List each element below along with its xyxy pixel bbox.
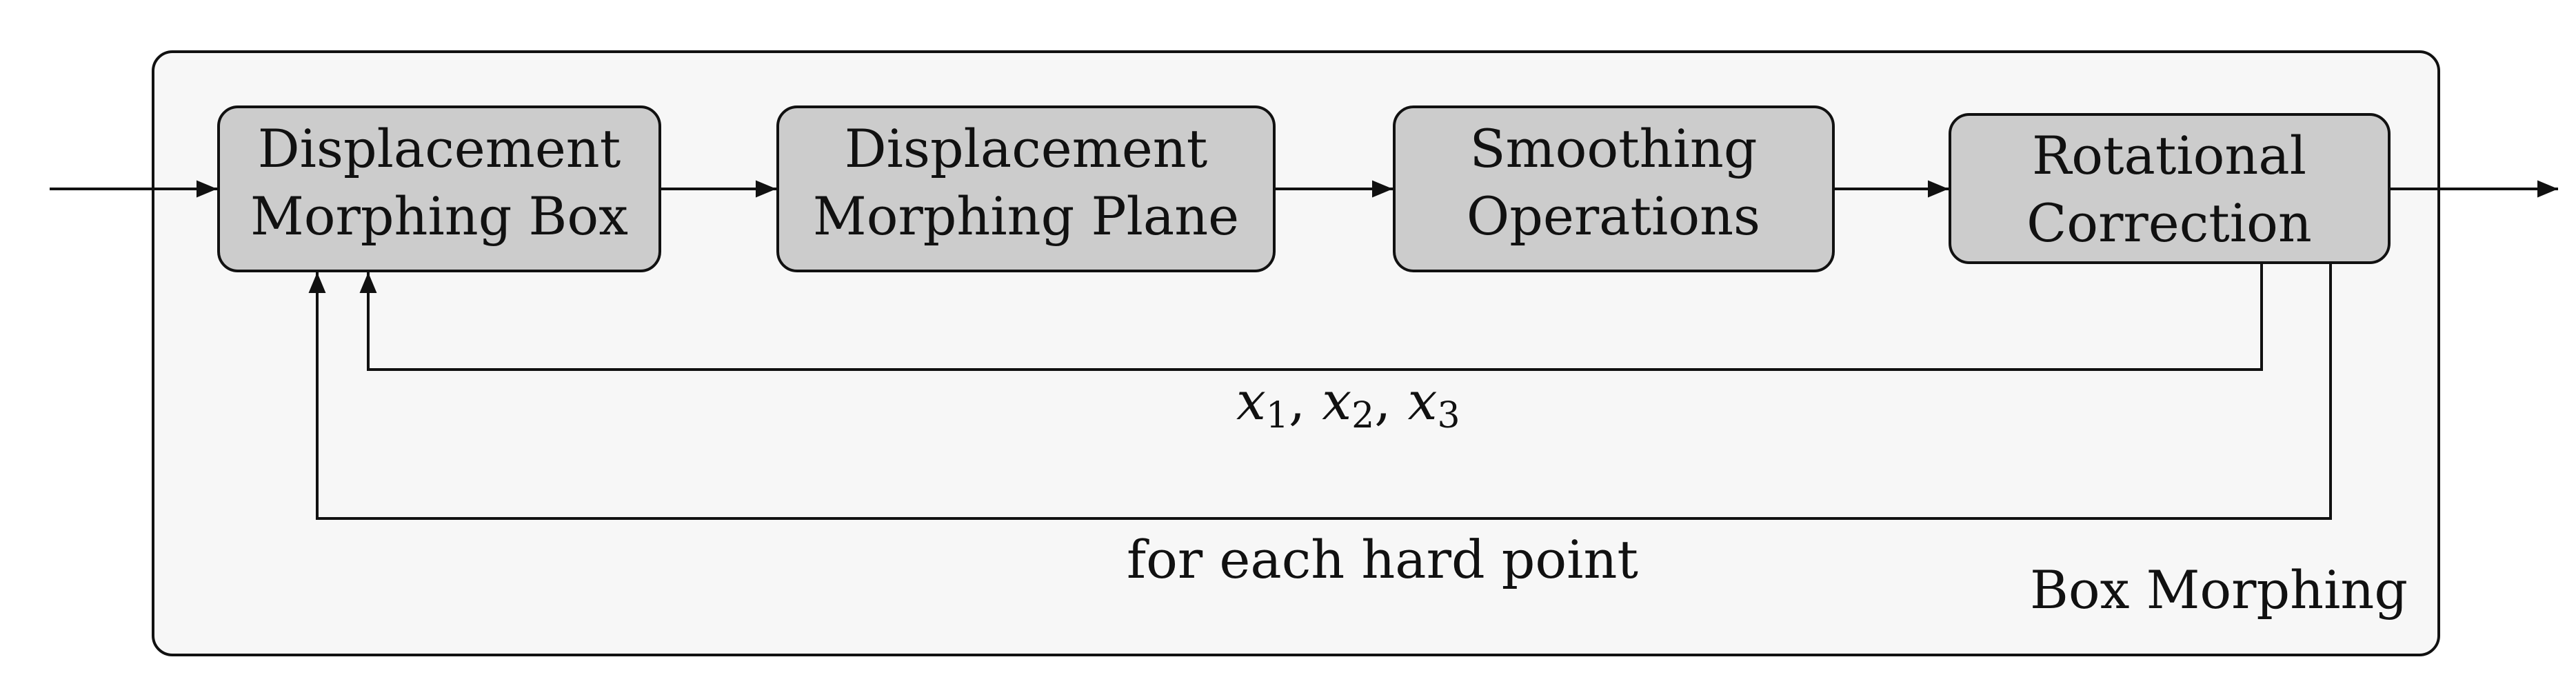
box-displacement-morphing-plane-line2: Morphing Plane	[813, 185, 1239, 247]
box-displacement-morphing-box-line1: Displacement	[258, 118, 621, 179]
box-displacement-morphing-box-line2: Morphing Box	[250, 185, 628, 247]
box-rotational-correction-line1: Rotational	[2032, 125, 2306, 186]
box-displacement-morphing-box: Displacement Morphing Box	[217, 105, 661, 272]
label-x2-var: x	[1322, 370, 1351, 432]
label-x1-sub: 1	[1266, 395, 1289, 436]
box-rotational-correction-line2: Correction	[2026, 192, 2312, 254]
loop-outer-connector	[308, 263, 2332, 520]
loop-outer-label: for each hard point	[1127, 529, 1638, 590]
label-sep-2: ,	[1374, 370, 1407, 432]
label-sep-1: ,	[1289, 370, 1322, 432]
box-displacement-morphing-plane-line1: Displacement	[845, 118, 1208, 179]
label-x1-var: x	[1236, 370, 1266, 432]
loop-inner-label: x1, x2, x3	[1236, 370, 1460, 436]
box-morphing-group	[152, 50, 2440, 656]
label-x3-sub: 3	[1437, 395, 1460, 436]
box-displacement-morphing-plane: Displacement Morphing Plane	[776, 105, 1276, 272]
box-smoothing-operations-line2: Operations	[1467, 185, 1760, 247]
label-x2-sub: 2	[1351, 395, 1374, 436]
group-label-box-morphing: Box Morphing	[2030, 559, 2408, 621]
box-smoothing-operations-line1: Smoothing	[1469, 118, 1757, 179]
box-rotational-correction: Rotational Correction	[1949, 113, 2391, 264]
loop-inner-connector	[359, 263, 2263, 371]
box-smoothing-operations: Smoothing Operations	[1393, 105, 1835, 272]
label-x3-var: x	[1408, 370, 1438, 432]
